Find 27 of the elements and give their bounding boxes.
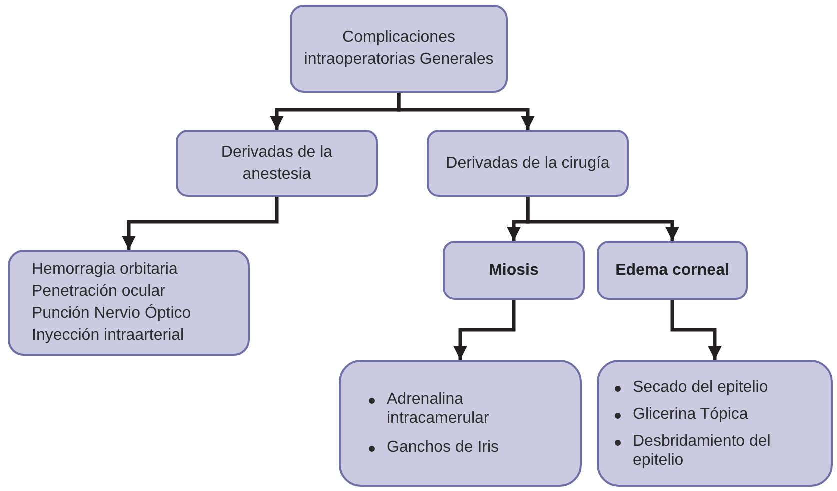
title-box bbox=[290, 5, 508, 93]
list-item: Hemorragia orbitaria bbox=[32, 260, 178, 280]
node-text: Derivadas de la anestesia bbox=[220, 142, 334, 184]
arrow bbox=[526, 197, 680, 241]
list-item: Glicerina Tópica bbox=[633, 404, 748, 424]
node-text: Complicaciones intraoperatorias Generales bbox=[303, 28, 495, 70]
list-box bbox=[339, 360, 582, 487]
category-box bbox=[427, 130, 629, 197]
list-item: Ganchos de Iris bbox=[387, 438, 500, 457]
arrow bbox=[454, 300, 516, 360]
list-item: Punción Nervio Óptico bbox=[32, 303, 192, 324]
node-text: Edema corneal bbox=[616, 261, 730, 280]
list-item: Adrenalina intracamerular bbox=[387, 390, 490, 428]
arrow bbox=[397, 93, 535, 130]
node-text: Miosis bbox=[489, 261, 539, 280]
arrow bbox=[670, 300, 722, 360]
list-box bbox=[597, 360, 833, 487]
list-item: Desbridamiento del epitelio bbox=[633, 432, 772, 470]
list-item: Inyección intraarterial bbox=[32, 326, 184, 346]
subcategory-box bbox=[597, 241, 748, 300]
subcategory-box bbox=[443, 241, 585, 300]
list-item: Penetración ocular bbox=[32, 282, 166, 302]
list-box bbox=[8, 250, 250, 356]
list-item: Secado del epitelio bbox=[633, 378, 768, 396]
arrow bbox=[122, 197, 279, 250]
category-box bbox=[176, 130, 378, 197]
node-text: Derivadas de la cirugía bbox=[446, 154, 610, 174]
